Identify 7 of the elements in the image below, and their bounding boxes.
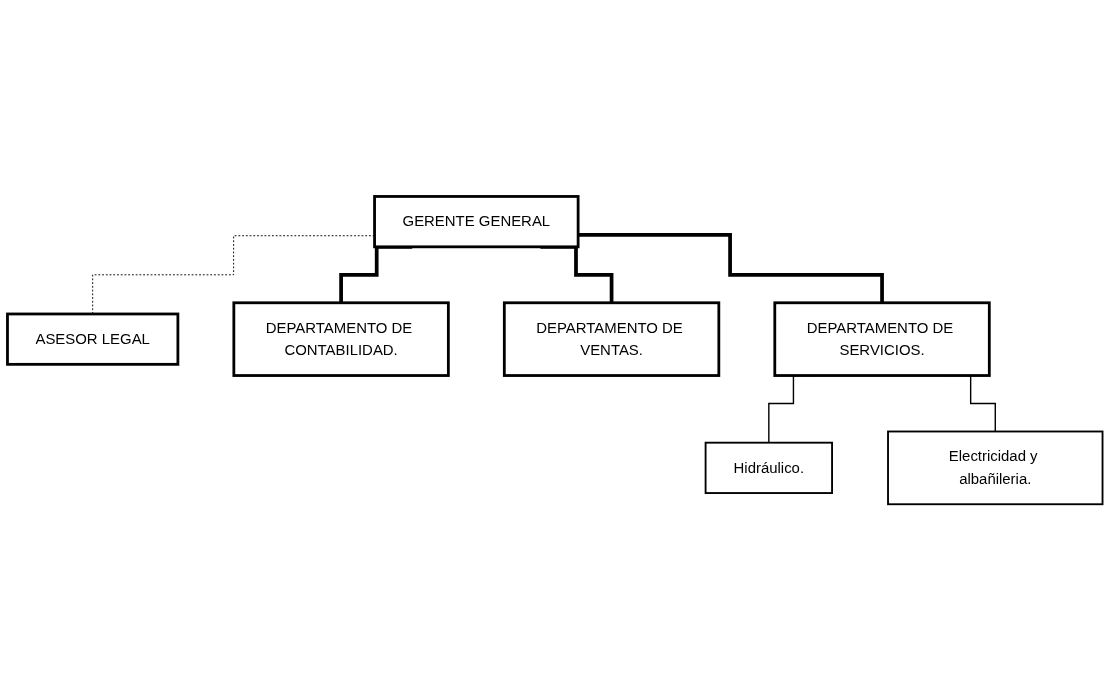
node-box: GERENTE GENERAL [373, 194, 580, 248]
node-box: Hidráulico. [704, 441, 833, 494]
node-box: Electricidad y albañileria. [887, 430, 1104, 505]
node-box: DEPARTAMENTO DE CONTABILIDAD. [232, 301, 450, 377]
node-box: ASESOR LEGAL [6, 312, 180, 366]
node-box: DEPARTAMENTO DE SERVICIOS. [773, 301, 991, 377]
node-box: DEPARTAMENTO DE VENTAS. [502, 301, 721, 377]
